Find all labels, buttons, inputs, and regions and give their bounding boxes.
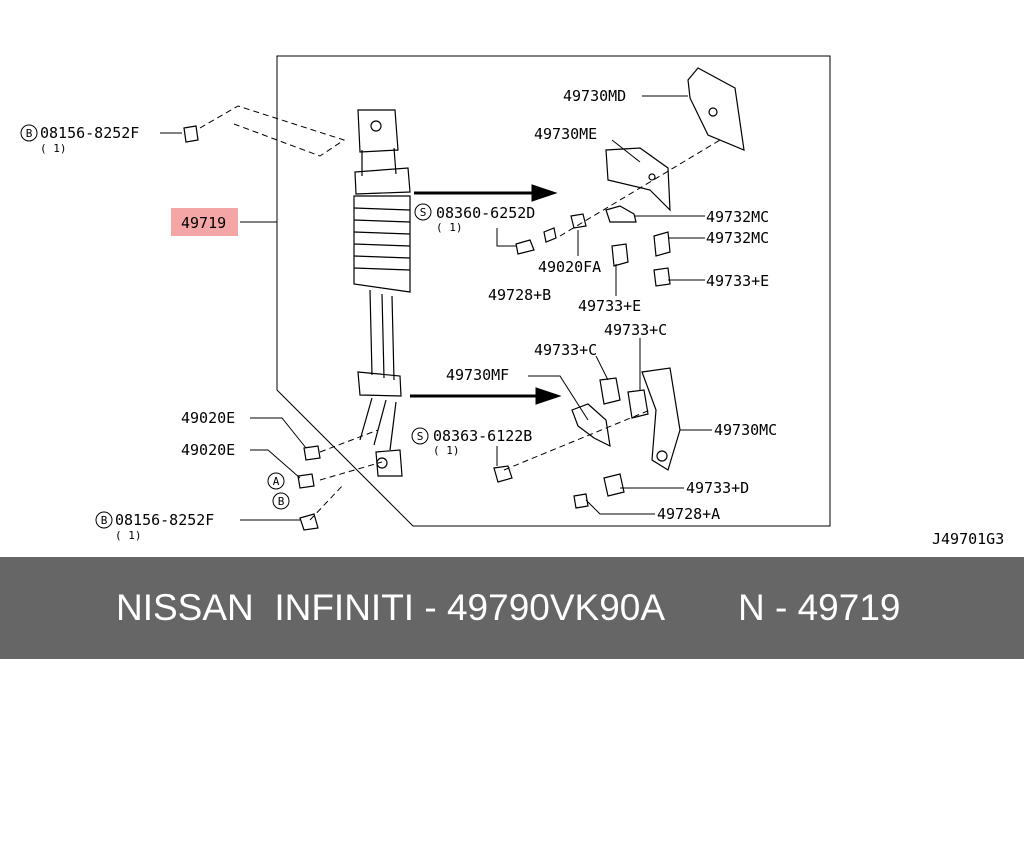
label-grommet-c-1: 49733+C (604, 321, 667, 339)
label-bolt-top-qty: ( 1) (40, 142, 67, 155)
label-main-part: 49719 (181, 214, 226, 232)
label-grommet-d: 49733+D (686, 479, 749, 497)
circle-s-mid-letter: S (420, 206, 427, 219)
label-clip-mc-2: 49732MC (706, 229, 769, 247)
circle-s-low (411, 427, 429, 445)
label-grommet-c-2: 49733+C (534, 341, 597, 359)
label-screw-low-qty: ( 1) (433, 444, 460, 457)
reference-code: J49701G3 (932, 530, 1004, 548)
label-screw-mid: 08360-6252D (436, 204, 535, 222)
label-bolt-b: 49728+B (488, 286, 551, 304)
label-clamp-fa: 49020FA (538, 258, 601, 276)
label-bolt-top: 08156-8252F (40, 124, 139, 142)
label-bracket-md: 49730MD (563, 87, 626, 105)
label-screw-low: 08363-6122B (433, 427, 532, 445)
main-part-highlight (171, 208, 238, 236)
circle-b-mid-letter: B (278, 495, 285, 508)
label-bolt-bottom: 08156-8252F (115, 511, 214, 529)
label-clamp-e-2: 49020E (181, 441, 235, 459)
lower-bracket-group (183, 125, 681, 531)
circle-a (267, 472, 285, 490)
circle-b-bottom-letter: B (101, 514, 108, 527)
parts-diagram: B S S A B B 08156-8252F ( 1) 49719 49730… (20, 55, 1004, 548)
label-screw-mid-qty: ( 1) (436, 221, 463, 234)
label-clamp-e-1: 49020E (181, 409, 235, 427)
footer-brand-part-number: NISSAN INFINITI - 49790VK90A (116, 587, 666, 628)
label-bracket-mf: 49730MF (446, 366, 509, 384)
leader-lines (160, 95, 712, 521)
label-bracket-mc: 49730MC (714, 421, 777, 439)
part-labels: 08156-8252F ( 1) 49719 49730MD 49730ME 0… (40, 87, 1004, 548)
circle-b-mid (272, 492, 290, 510)
circle-markers (20, 124, 432, 529)
oil-cooler-assembly (353, 109, 411, 477)
label-bracket-me: 49730ME (534, 125, 597, 143)
circle-b-top (20, 124, 38, 142)
circle-letters: B S S A B B (26, 127, 427, 527)
circle-b-top-letter: B (26, 127, 33, 140)
circle-b-bottom (95, 511, 113, 529)
label-bolt-a: 49728+A (657, 505, 720, 523)
label-clip-mc-1: 49732MC (706, 208, 769, 226)
upper-bracket-group (515, 67, 745, 287)
diagram-frame (276, 55, 831, 527)
footer-reference-number: N - 49719 (738, 587, 901, 628)
label-bolt-bottom-qty: ( 1) (115, 529, 142, 542)
label-grommet-e-1: 49733+E (706, 272, 769, 290)
label-grommet-e-2: 49733+E (578, 297, 641, 315)
circle-a-letter: A (273, 475, 280, 488)
footer-banner: NISSAN INFINITI - 49790VK90A N - 49719 (0, 557, 1024, 659)
guide-lines (199, 105, 721, 521)
circle-s-mid (414, 203, 432, 221)
arrows (410, 184, 562, 405)
circle-s-low-letter: S (417, 430, 424, 443)
